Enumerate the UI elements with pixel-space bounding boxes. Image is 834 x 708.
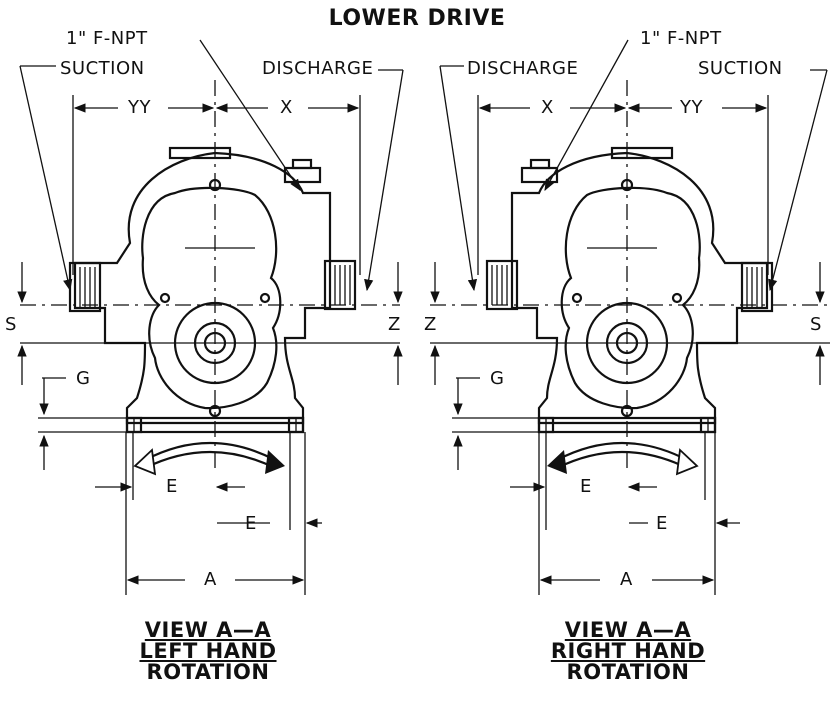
left-rotation-arrow [133, 441, 287, 476]
left-suction-label: SUCTION [60, 58, 145, 79]
right-suction-label: SUCTION [698, 58, 783, 79]
left-dim-z: Z [388, 314, 401, 335]
left-dim-s: S [5, 314, 17, 335]
right-pump-body [485, 146, 774, 434]
left-dim-a: A [204, 569, 217, 590]
right-dim-yy: YY [680, 97, 703, 118]
right-discharge-label: DISCHARGE [467, 58, 579, 79]
right-view-caption: VIEW A—A RIGHT HAND ROTATION [518, 620, 738, 683]
right-dim-e2: E [656, 513, 668, 534]
right-caption-line1: VIEW A—A [564, 618, 692, 642]
right-rotation-arrow [545, 441, 699, 476]
right-pump-view [430, 39, 830, 595]
drawing-title: LOWER DRIVE [328, 6, 506, 31]
right-dim-z: Z [424, 314, 437, 335]
left-dim-e2: E [245, 513, 257, 534]
left-pump-view [17, 39, 404, 595]
left-dim-g: G [76, 368, 91, 389]
right-dim-e1: E [580, 476, 592, 497]
right-dim-s: S [810, 314, 822, 335]
left-dim-yy: YY [128, 97, 151, 118]
left-pump-body [68, 146, 357, 434]
left-caption-line1: VIEW A—A [144, 618, 272, 642]
left-discharge-label: DISCHARGE [262, 58, 374, 79]
right-dim-g: G [490, 368, 505, 389]
right-npt-label: 1" F-NPT [640, 28, 722, 49]
left-dim-x: X [280, 97, 293, 118]
left-npt-label: 1" F-NPT [66, 28, 148, 49]
left-caption-line2: LEFT HAND [139, 639, 277, 663]
right-dim-a: A [620, 569, 633, 590]
left-caption-line3: ROTATION [146, 660, 270, 684]
left-view-caption: VIEW A—A LEFT HAND ROTATION [98, 620, 318, 683]
right-caption-line3: ROTATION [566, 660, 690, 684]
right-caption-line2: RIGHT HAND [550, 639, 706, 663]
left-dim-e1: E [166, 476, 178, 497]
right-dim-x: X [541, 97, 554, 118]
